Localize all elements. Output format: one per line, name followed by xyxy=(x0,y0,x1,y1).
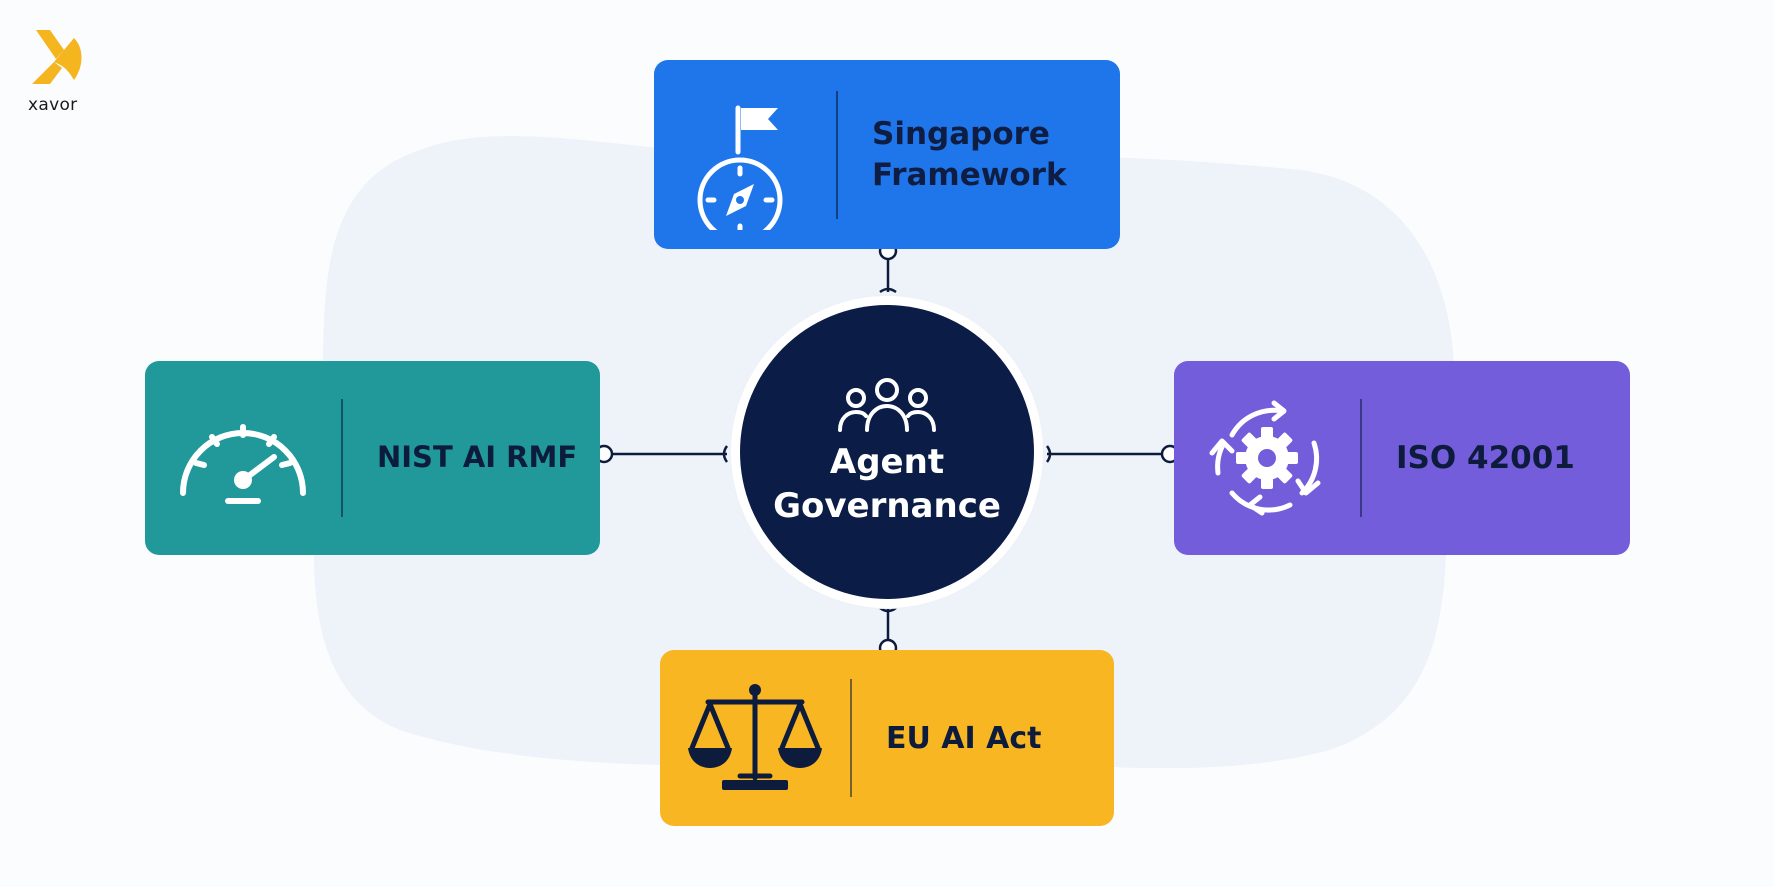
node-eu-ai-act: EU AI Act xyxy=(660,650,1114,826)
speedometer-gauge-icon xyxy=(145,361,341,555)
people-group-icon xyxy=(838,377,936,432)
flag-compass-icon xyxy=(654,60,836,249)
hub-title-line2: Governance xyxy=(773,486,1001,526)
logo-text: xavor xyxy=(28,95,78,115)
gear-cycle-icon xyxy=(1174,361,1360,555)
scales-of-justice-icon xyxy=(660,650,850,826)
card-divider xyxy=(341,399,343,517)
node-label-line1: Singapore xyxy=(872,116,1050,153)
card-divider xyxy=(850,679,852,797)
node-label: NIST AI RMF xyxy=(377,440,578,475)
node-label: Singapore Framework xyxy=(872,114,1067,195)
card-divider xyxy=(1360,399,1362,517)
xavor-logo: xavor xyxy=(28,26,88,115)
node-label-line2: Framework xyxy=(872,156,1067,193)
node-label: ISO 42001 xyxy=(1396,439,1575,476)
node-iso-42001: ISO 42001 xyxy=(1174,361,1630,555)
hub-title: Agent Governance xyxy=(773,440,1001,528)
node-label: EU AI Act xyxy=(886,720,1042,756)
node-nist-ai-rmf: NIST AI RMF xyxy=(145,361,600,555)
hub-title-line1: Agent xyxy=(829,441,945,482)
card-divider xyxy=(836,90,838,219)
xavor-logo-mark-icon xyxy=(32,30,82,84)
node-singapore-framework: Singapore Framework xyxy=(654,60,1120,249)
agent-governance-hub: Agent Governance xyxy=(740,305,1034,599)
